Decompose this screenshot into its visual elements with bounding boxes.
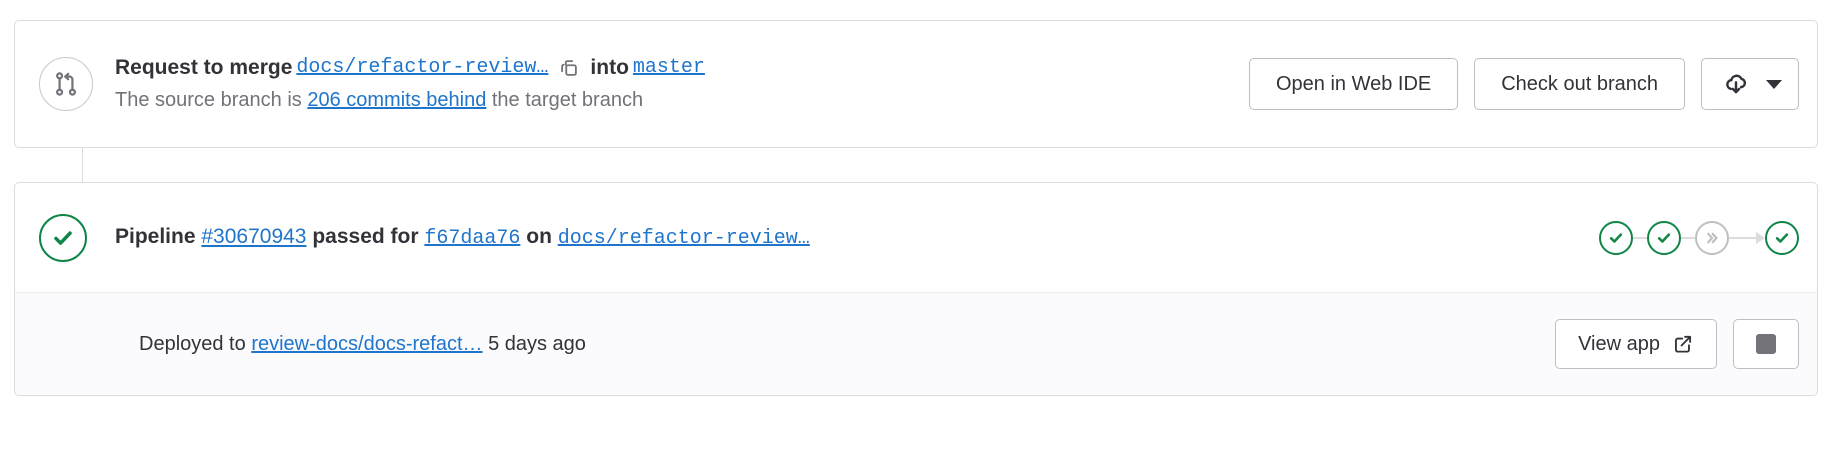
chevron-down-icon [1766, 79, 1782, 89]
merge-request-title: Request to merge docs/refactor-review… i… [115, 53, 1249, 83]
pipeline-on-label: on [526, 225, 552, 248]
check-out-branch-button[interactable]: Check out branch [1474, 58, 1685, 110]
copy-icon[interactable] [556, 55, 582, 81]
merge-request-card: Request to merge docs/refactor-review… i… [14, 20, 1818, 148]
open-in-web-ide-button[interactable]: Open in Web IDE [1248, 58, 1459, 110]
pipeline-stage-3[interactable] [1695, 220, 1729, 255]
deployment-timestamp: 5 days ago [488, 332, 586, 355]
stage-connector-1 [1633, 236, 1647, 239]
pipeline-label: Pipeline [115, 225, 196, 248]
widget-connector-line [82, 148, 83, 182]
deployment-text: Deployed to review-docs/docs-refact… 5 d… [39, 333, 1555, 356]
stage-connector-2 [1681, 236, 1695, 239]
deployed-to-label: Deployed to [139, 332, 246, 355]
merge-request-actions: Open in Web IDE Check out branch [1248, 58, 1799, 110]
pipeline-id-link[interactable]: #30670943 [201, 225, 307, 248]
merge-request-icon [39, 57, 93, 111]
environment-link[interactable]: review-docs/docs-refact… [251, 332, 483, 355]
check-circle-icon [39, 213, 87, 262]
deployment-actions: View app [1555, 319, 1799, 369]
pipeline-status-text: Pipeline #30670943 passed for f67daa76 o… [115, 225, 1599, 250]
download-dropdown-button[interactable] [1701, 58, 1799, 110]
merge-title-middle: into [590, 56, 629, 79]
pipeline-ref-link[interactable]: docs/refactor-review… [557, 227, 810, 250]
source-branch-link[interactable]: docs/refactor-review… [296, 56, 549, 79]
cloud-download-icon [1722, 70, 1750, 98]
merge-request-subtitle: The source branch is 206 commits behind … [115, 85, 1249, 115]
commit-sha-link[interactable]: f67daa76 [424, 227, 521, 250]
pipeline-card: Pipeline #30670943 passed for f67daa76 o… [14, 182, 1818, 396]
merge-title-prefix: Request to merge [115, 56, 293, 79]
stage-arrow [1729, 231, 1765, 244]
pipeline-mini-graph [1599, 220, 1799, 255]
target-branch-link[interactable]: master [632, 56, 705, 79]
commits-behind-link[interactable]: 206 commits behind [307, 89, 487, 111]
merge-request-row: Request to merge docs/refactor-review… i… [15, 21, 1817, 147]
subtitle-suffix: the target branch [491, 89, 644, 111]
external-link-icon [1672, 333, 1694, 355]
pipeline-row: Pipeline #30670943 passed for f67daa76 o… [15, 183, 1817, 293]
stop-icon [1756, 334, 1776, 354]
view-app-label: View app [1578, 332, 1660, 355]
stop-environment-button[interactable] [1733, 319, 1799, 369]
pipeline-stage-2[interactable] [1647, 220, 1681, 255]
pipeline-stage-4[interactable] [1765, 220, 1799, 255]
subtitle-prefix: The source branch is [115, 89, 302, 111]
merge-request-text: Request to merge docs/refactor-review… i… [115, 53, 1249, 115]
pipeline-passed-label: passed for [312, 225, 419, 248]
view-app-button[interactable]: View app [1555, 319, 1717, 369]
deployment-row: Deployed to review-docs/docs-refact… 5 d… [15, 293, 1817, 395]
pipeline-stage-1[interactable] [1599, 220, 1633, 255]
